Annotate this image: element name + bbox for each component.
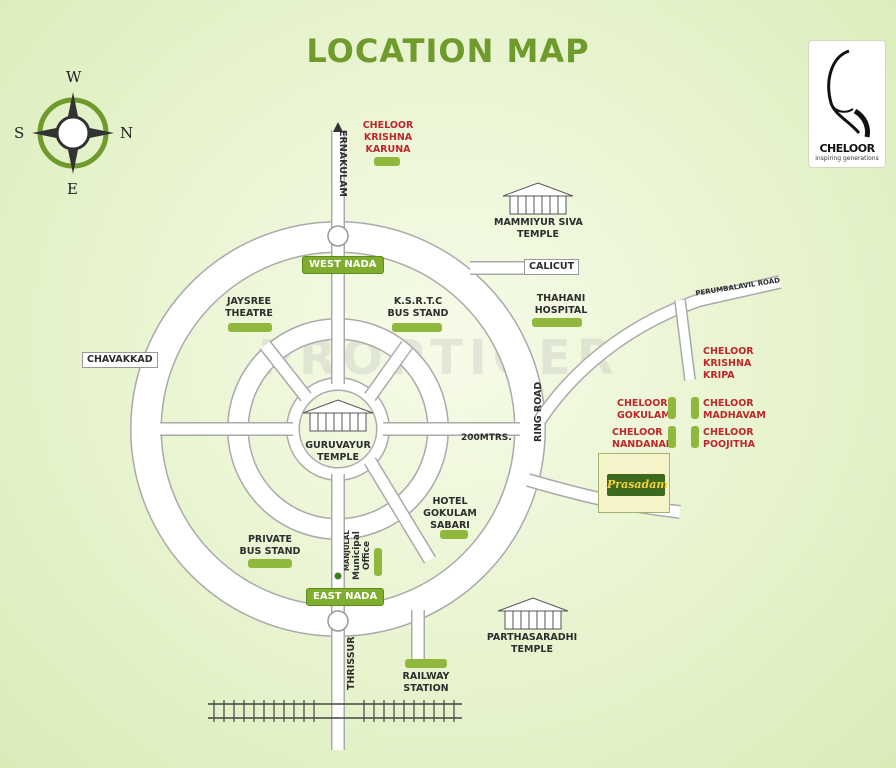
marker-railway bbox=[405, 659, 447, 668]
label-calicut: CALICUT bbox=[524, 259, 580, 275]
label-manjulal: MANJULAL bbox=[343, 530, 351, 571]
prasadam-project-sign: Prasadam bbox=[598, 453, 670, 513]
prasadam-label: Prasadam bbox=[607, 474, 668, 496]
compass-east: E bbox=[67, 180, 78, 198]
label-ring-road: RING ROAD bbox=[533, 381, 544, 442]
logo-tagline: inspiring generations bbox=[815, 155, 879, 162]
marker-private-bus bbox=[248, 559, 292, 568]
tag-east-nada: EAST NADA bbox=[306, 588, 385, 606]
marker-poojitha bbox=[691, 426, 699, 448]
marker-jaysree bbox=[228, 323, 272, 332]
temple-icon bbox=[302, 399, 374, 432]
tag-west-nada: WEST NADA bbox=[302, 256, 384, 274]
compass-north: N bbox=[120, 124, 134, 142]
compass-south: S bbox=[14, 124, 25, 142]
logo-face-icon bbox=[827, 49, 870, 138]
brand-logo: CHELOOR inspiring generations bbox=[808, 40, 886, 168]
compass-icon bbox=[32, 92, 114, 174]
compass-west: W bbox=[66, 68, 82, 86]
marker-ksrtc bbox=[392, 323, 442, 332]
map-title: LOCATION MAP bbox=[306, 32, 590, 70]
label-thrissur: THRISSUR bbox=[346, 636, 357, 690]
logo-name: CHELOOR bbox=[819, 142, 875, 155]
marker-krishna-karuna bbox=[374, 157, 400, 166]
marker-madhavam bbox=[691, 397, 699, 419]
marker-municipal bbox=[374, 548, 382, 576]
marker-thahani bbox=[532, 318, 582, 327]
marker-nandanam bbox=[668, 426, 676, 448]
perumbalavil-road bbox=[535, 276, 782, 424]
label-distance: 200MTRS. bbox=[461, 433, 512, 443]
railway-track bbox=[208, 703, 462, 719]
label-chavakkad: CHAVAKKAD bbox=[82, 352, 158, 368]
marker-gokulam bbox=[668, 397, 676, 419]
marker-hotel bbox=[440, 530, 468, 539]
label-ernakulam: ERNAKULAM bbox=[337, 130, 348, 197]
